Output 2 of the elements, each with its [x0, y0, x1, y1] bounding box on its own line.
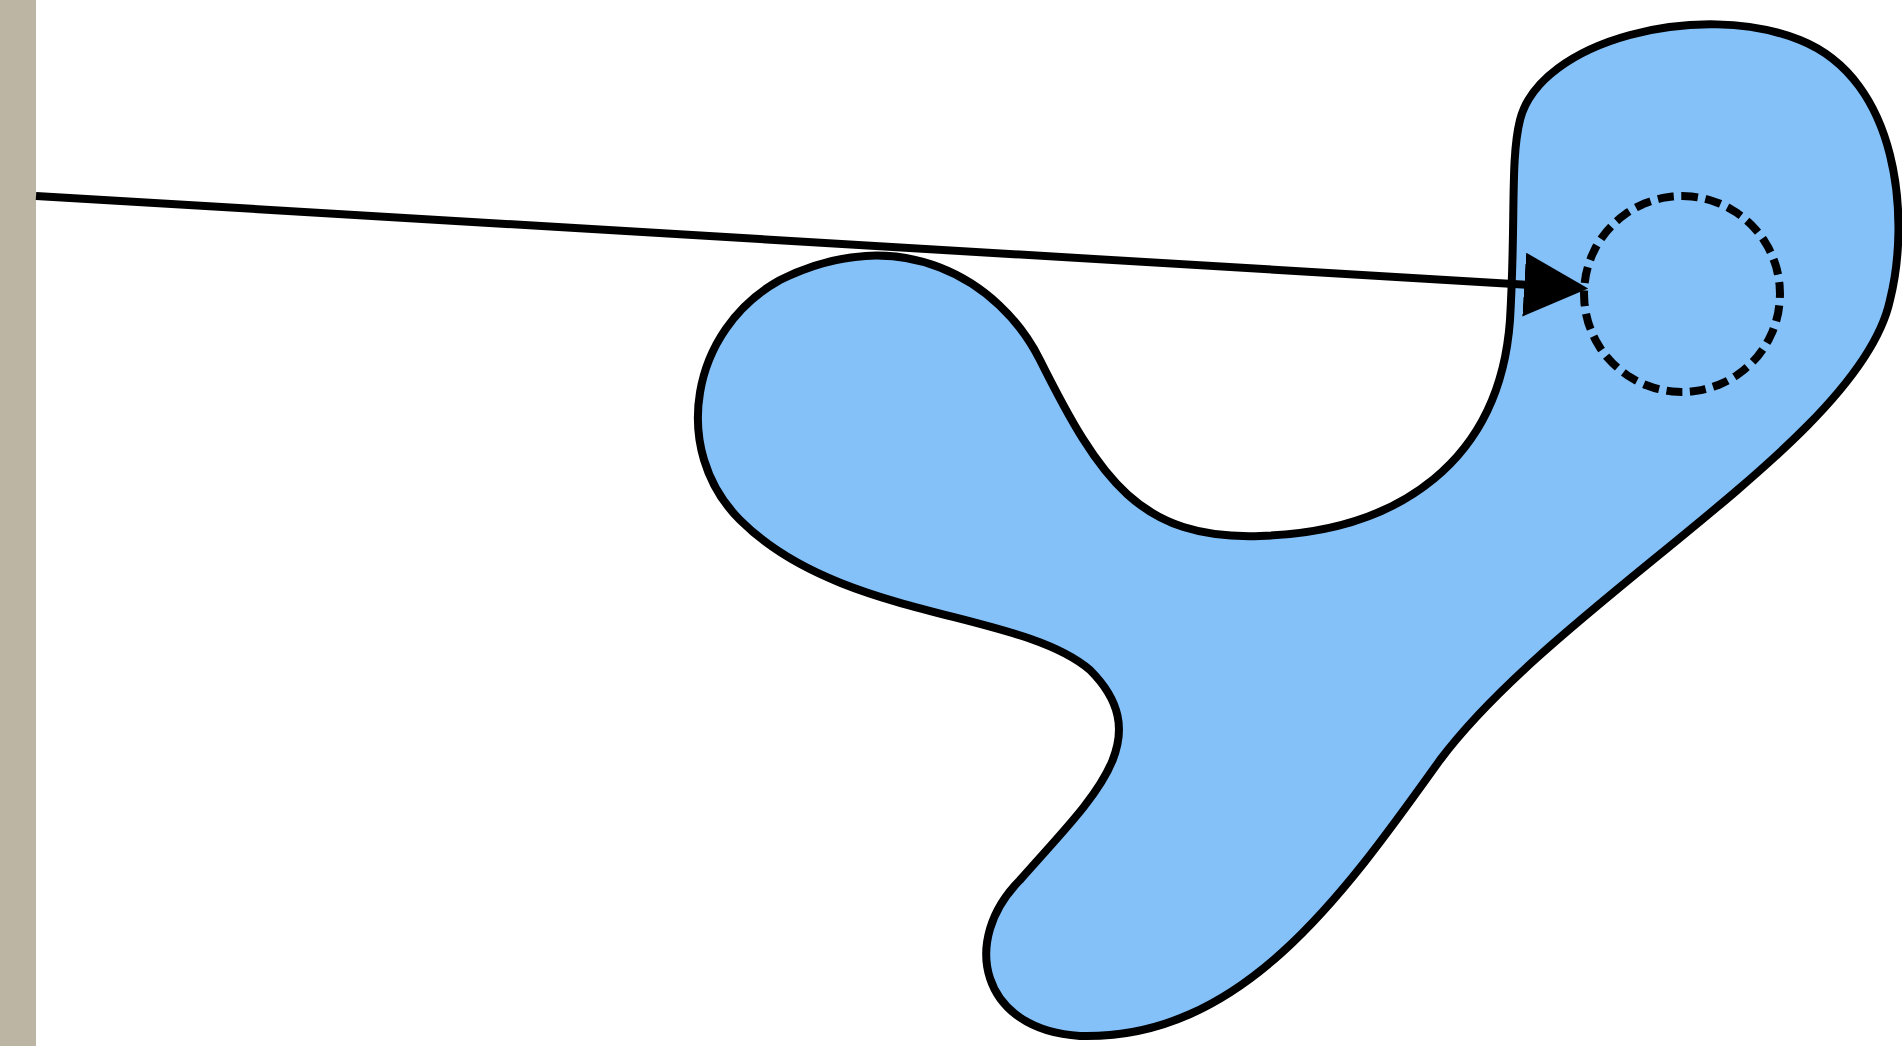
side-bar — [0, 0, 36, 1046]
arrow — [35, 192, 1589, 317]
